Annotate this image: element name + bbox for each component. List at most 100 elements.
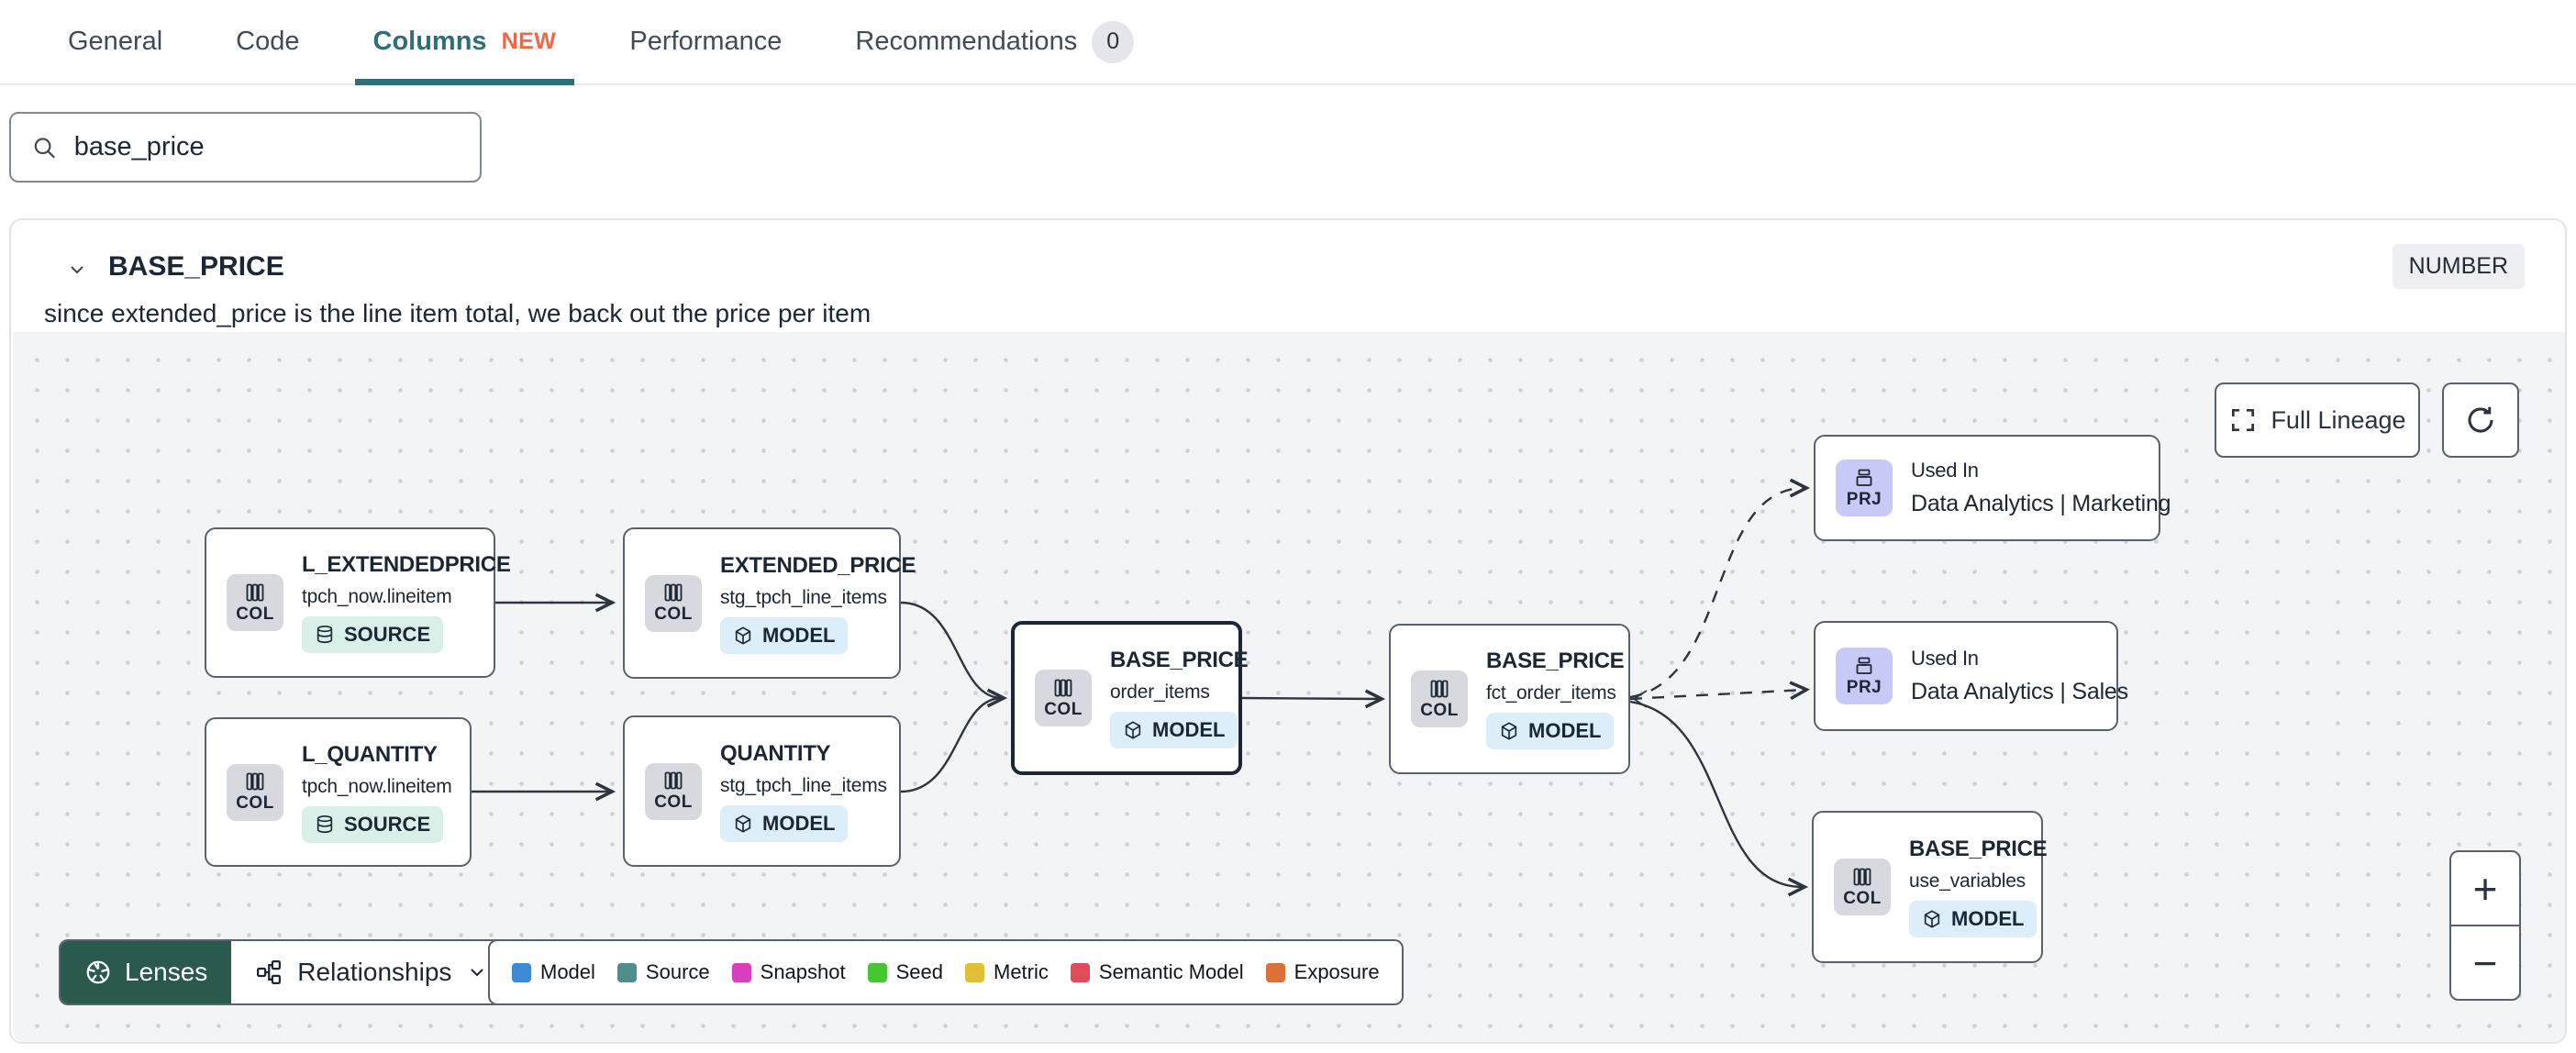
node-title: QUANTITY [720,740,831,766]
legend-item-model: Model [512,960,595,984]
cube-icon [1924,910,1940,928]
columns-icon [1853,868,1871,885]
chip-label: PRJ [1846,677,1882,697]
lineage-node-base-price-order-items[interactable]: COL BASE_PRICE order_items MODEL [1011,621,1249,775]
node-subtitle: tpch_now.lineitem [302,586,452,607]
refresh-button[interactable] [2442,382,2519,458]
legend-item-source: Source [616,960,710,984]
tab-label: Performance [629,27,783,56]
chevron-down-icon [471,969,484,977]
search-input[interactable] [73,132,460,162]
node-subtitle: order_items [1110,682,1210,703]
cube-icon [1501,722,1517,740]
badge-label: MODEL [1951,907,2025,930]
lineage-canvas[interactable]: COL L_EXTENDEDPRICE tpch_now.lineitem SO… [13,332,2565,1042]
column-chip: COL [1834,859,1891,915]
node-subtitle: tpch_now.lineitem [302,775,452,797]
column-chip: COL [227,574,283,631]
lineage-node-quantity[interactable]: COL QUANTITY stg_tpch_line_items MODEL [623,715,901,867]
project-chip: PRJ [1836,648,1893,704]
full-lineage-button[interactable]: Full Lineage [2215,382,2420,458]
relationships-label: Relationships [297,958,452,986]
column-description: since extended_price is the line item to… [44,299,872,327]
node-title: BASE_PRICE [1486,648,1625,673]
legend-swatch [965,962,984,982]
tab-code[interactable]: Code [217,0,317,83]
columns-icon [664,583,683,602]
chip-label: COL [1420,700,1459,720]
legend-label: Model [540,960,595,983]
chip-label: COL [1843,888,1882,908]
tab-label: Columns [372,27,487,56]
tab-performance[interactable]: Performance [611,0,800,83]
tab-columns[interactable]: Columns NEW [354,0,575,85]
column-panel-header: BASE_PRICE NUMBER since extended_price i… [11,220,2565,332]
lineage-node-used-in-sales[interactable]: PRJ Used In Data Analytics | Sales [1814,621,2128,731]
node-subtitle: stg_tpch_line_items [720,586,887,608]
badge-label: MODEL [1528,719,1602,742]
legend-swatch [867,962,887,982]
badge-label: SOURCE [344,623,431,646]
node-title: BASE_PRICE [1110,648,1249,672]
node-subtitle: Data Analytics | Sales [1911,679,2128,704]
lineage-node-l-extendedprice[interactable]: COL L_EXTENDEDPRICE tpch_now.lineitem SO… [205,527,511,678]
relationships-dropdown[interactable]: Relationships [231,941,512,1003]
node-subtitle: fct_order_items [1486,682,1616,704]
recommendations-count-badge: 0 [1092,20,1135,63]
lineage-node-extended-price[interactable]: COL EXTENDED_PRICE stg_tpch_line_items M… [623,527,916,679]
columns-icon [246,772,264,791]
lineage-edges [472,478,1811,897]
legend-swatch [512,962,531,982]
legend-swatch [616,962,637,982]
source-badge: SOURCE [302,805,444,843]
zoom-out-button[interactable]: − [2472,938,2498,987]
chip-label: COL [654,604,693,624]
chevron-down-icon [71,266,83,274]
database-icon [316,815,333,833]
node-type-legend: Model Source Snapshot Seed Metric Semant… [488,939,1404,1005]
tab-general[interactable]: General [50,0,181,83]
zoom-in-button[interactable]: + [2451,852,2519,926]
badge-label: MODEL [762,623,836,647]
chip-label: COL [1044,699,1083,719]
columns-icon [1054,679,1072,696]
lineage-node-base-price-use-variables[interactable]: COL BASE_PRICE use_variables MODEL [1812,811,2048,963]
column-panel: BASE_PRICE NUMBER since extended_price i… [9,218,2567,1044]
legend-swatch [731,962,751,982]
relationships-icon [257,960,282,985]
project-chip: PRJ [1836,460,1893,516]
columns-icon [246,583,264,601]
archive-icon [1856,657,1872,674]
legend-label: Source [645,960,710,983]
collapse-toggle[interactable] [59,251,95,288]
column-name: BASE_PRICE [108,251,284,282]
column-chip: COL [645,574,702,632]
node-title: BASE_PRICE [1909,837,2048,861]
database-icon [316,626,333,644]
column-chip: COL [645,762,702,820]
node-title: L_QUANTITY [302,741,438,767]
column-chip: COL [1411,671,1468,727]
legend-item-metric: Metric [965,960,1049,984]
full-lineage-label: Full Lineage [2271,405,2406,434]
legend-label: Semantic Model [1098,960,1244,983]
lenses-button[interactable]: Lenses [61,941,232,1003]
new-badge: NEW [501,28,557,54]
lineage-node-base-price-fct-order-items[interactable]: COL BASE_PRICE fct_order_items MODEL [1389,624,1630,774]
chip-label: COL [654,793,693,812]
zoom-controls: + − [2449,850,2521,1001]
chip-label: COL [236,793,274,813]
column-type-badge: NUMBER [2392,244,2525,289]
lineage-node-used-in-marketing[interactable]: PRJ Used In Data Analytics | Marketing [1814,435,2171,541]
tab-recommendations[interactable]: Recommendations 0 [837,0,1152,83]
node-subtitle: use_variables [1909,870,2026,892]
legend-label: Exposure [1294,960,1380,983]
source-badge: SOURCE [302,616,444,653]
model-badge: MODEL [720,804,849,842]
tab-bar: General Code Columns NEW Performance Rec… [0,0,2576,85]
columns-icon [664,771,683,790]
legend-item-semantic-model: Semantic Model [1070,960,1244,984]
chip-label: COL [236,604,274,624]
lineage-node-l-quantity[interactable]: COL L_QUANTITY tpch_now.lineitem SOURCE [205,717,472,867]
